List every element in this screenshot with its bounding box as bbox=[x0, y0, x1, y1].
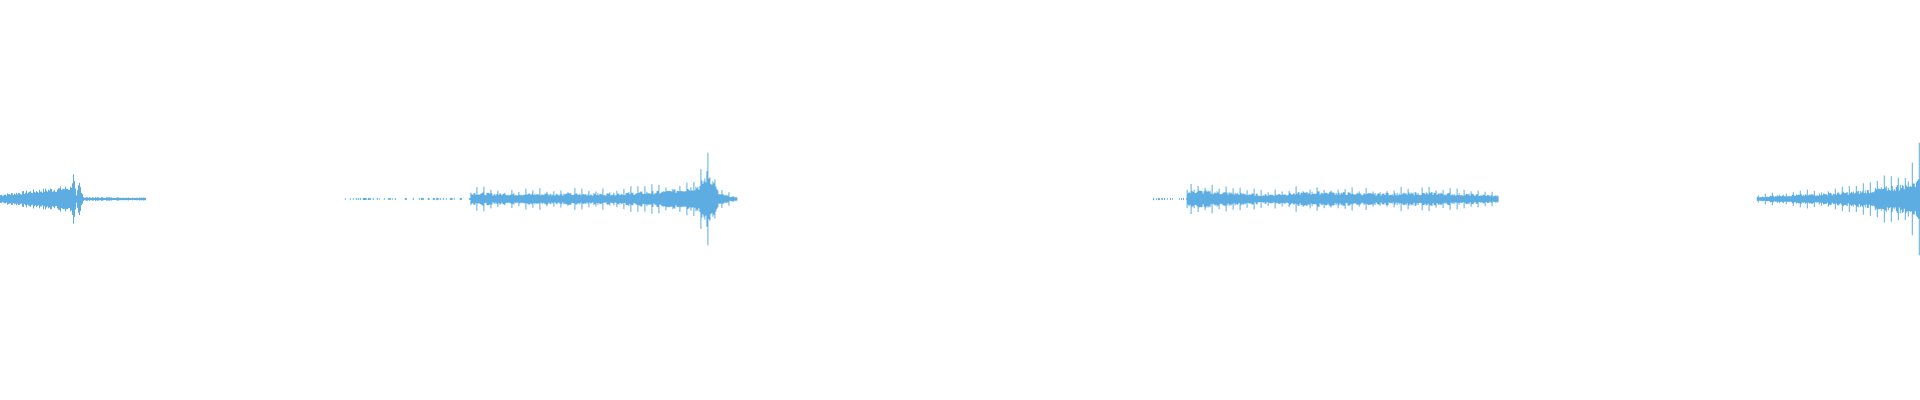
waveform-clip-4 bbox=[1756, 142, 1920, 256]
waveform-clip-1 bbox=[0, 174, 146, 224]
waveform-clip-2-intro bbox=[344, 197, 471, 201]
waveform-clip-3 bbox=[1186, 184, 1499, 214]
waveform-group bbox=[0, 142, 1920, 256]
waveform-clip-3-intro bbox=[1153, 197, 1187, 201]
waveform-clip-2 bbox=[470, 152, 738, 246]
